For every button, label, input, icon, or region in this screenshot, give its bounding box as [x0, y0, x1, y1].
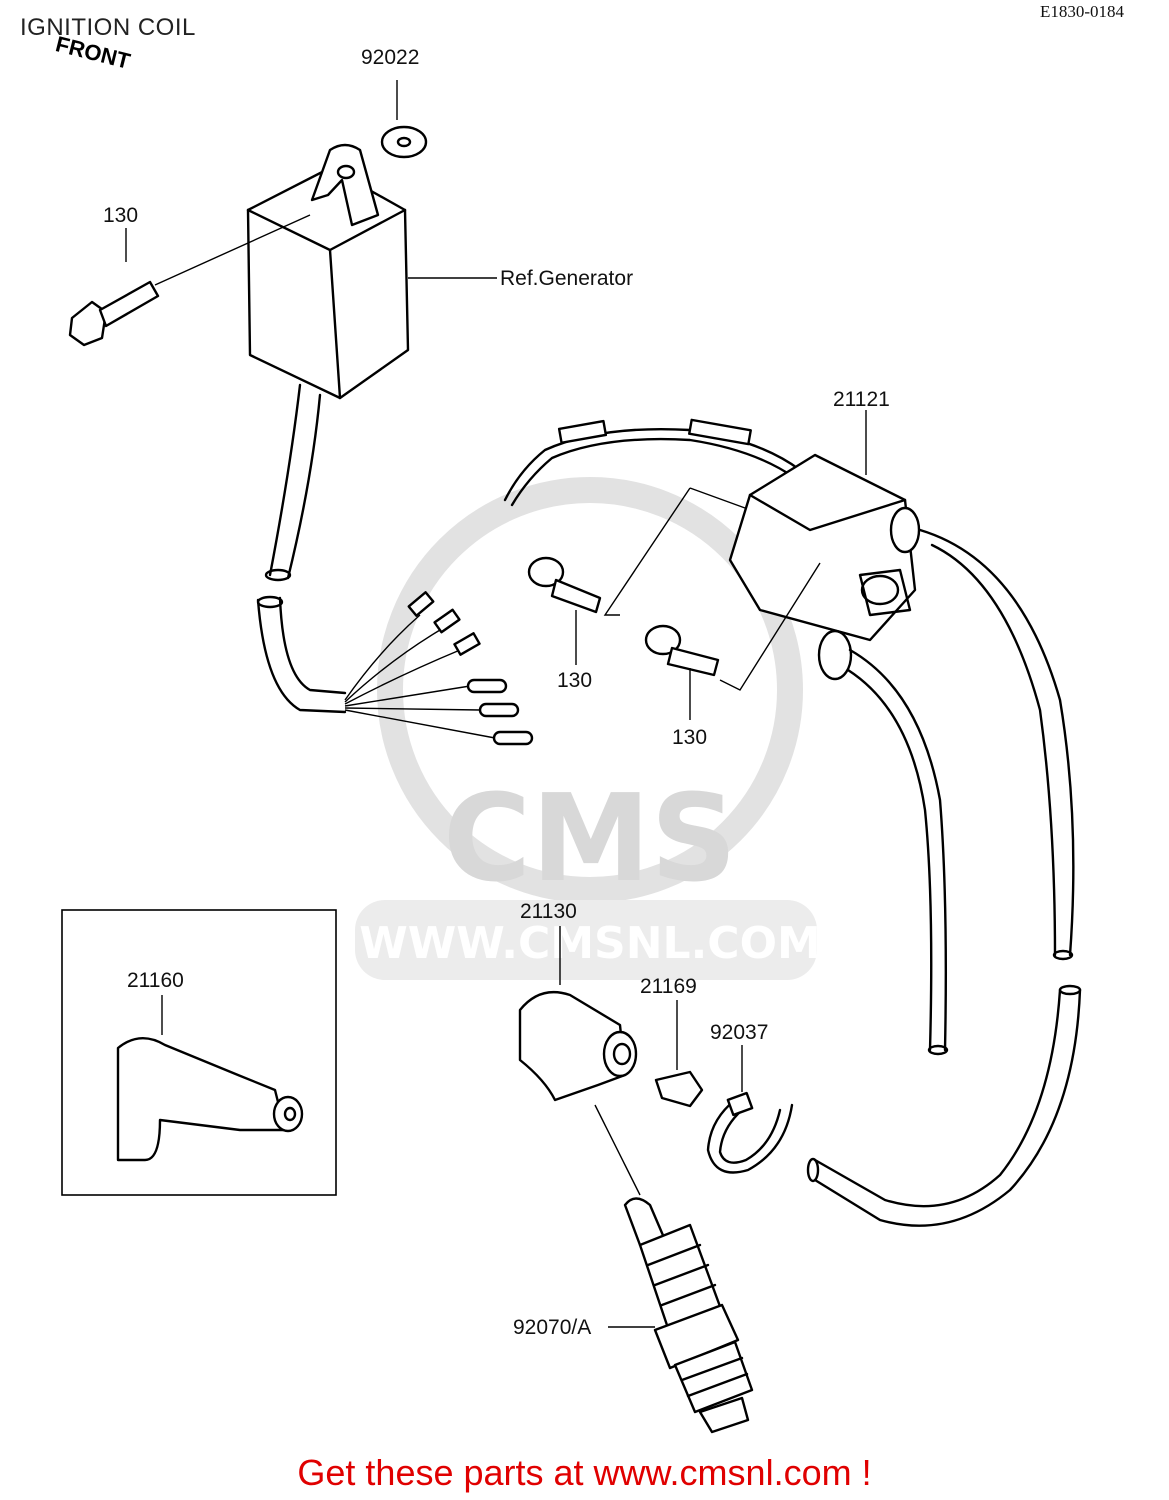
diagram-title: IGNITION COIL [20, 14, 196, 41]
clamp-21169 [654, 1000, 704, 1108]
callout-21169: 21169 [640, 975, 697, 998]
ignition-coil-21121 [503, 410, 1082, 1227]
bolt-130-coil-a [527, 556, 602, 665]
callout-21160: 21160 [127, 969, 184, 992]
bolt-130-coil-b [644, 624, 720, 720]
callout-92070a: 92070/A [513, 1316, 592, 1339]
callout-21121: 21121 [833, 388, 890, 411]
cms-watermark: CMS WWW.CMSNL.COM [355, 477, 821, 980]
diagram-code: E1830-0184 [1039, 2, 1124, 21]
plug-cap-21130 [518, 926, 641, 1196]
callout-21130: 21130 [520, 900, 577, 923]
callout-92037: 92037 [710, 1021, 769, 1044]
callout-130-coil-a: 130 [557, 669, 593, 692]
callout-130-coil-b: 130 [672, 726, 708, 749]
callout-92022: 92022 [361, 46, 420, 69]
footer-link[interactable]: Get these parts at www.cmsnl.com ! [297, 1452, 872, 1493]
washer-92022 [380, 80, 428, 159]
watermark-url: WWW.CMSNL.COM [359, 918, 821, 969]
bolt-130-cdi [68, 214, 311, 347]
cdi-unit [246, 143, 497, 582]
spark-plug-92070a [608, 1197, 754, 1434]
watermark-brand: CMS [443, 770, 737, 909]
wire-harness [256, 591, 534, 746]
ref-generator-label: Ref.Generator [500, 267, 634, 290]
inset-plug-cap-21160 [61, 909, 337, 1196]
callout-130-cdi: 130 [103, 204, 139, 227]
band-92037 [706, 1045, 794, 1174]
